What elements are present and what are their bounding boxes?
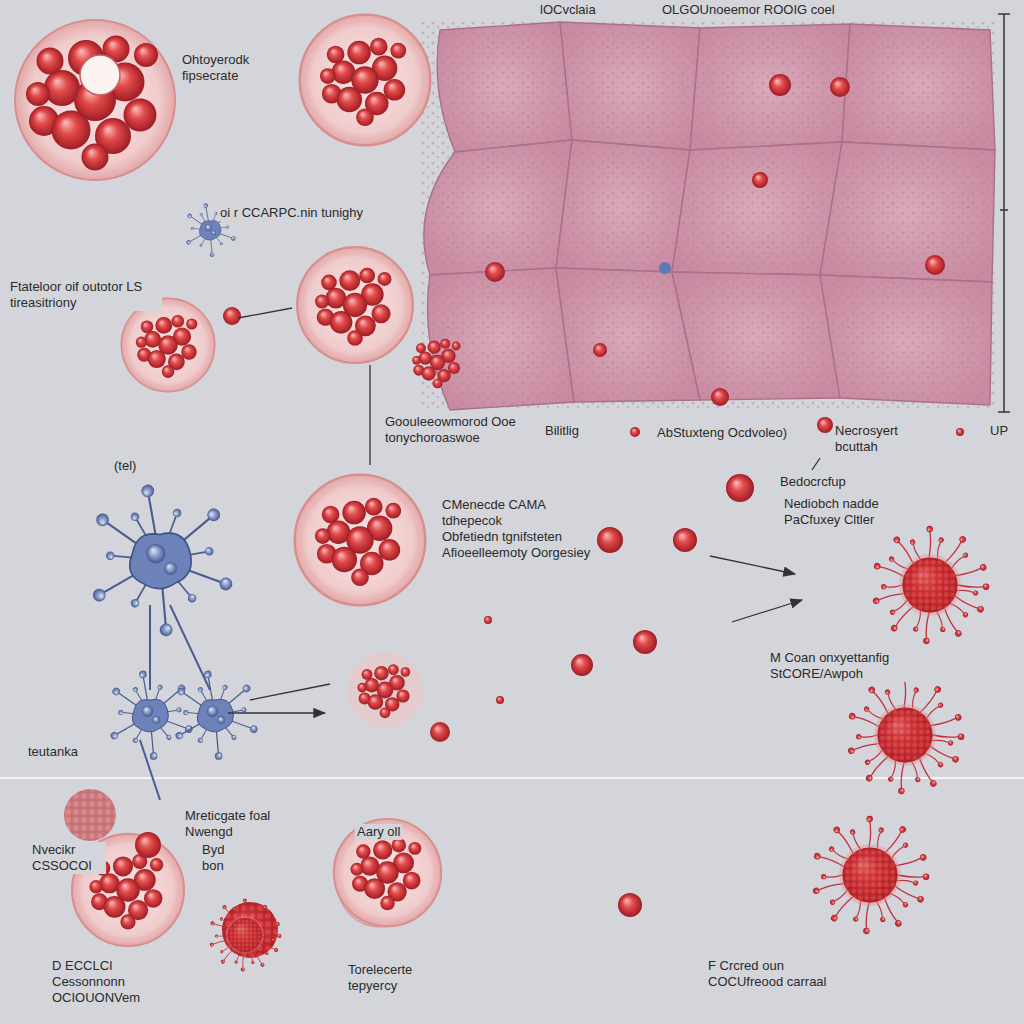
cell-label: F Crcred oun COCUfreood carraal bbox=[706, 958, 850, 990]
cell-label: CMenecde CAMA tdhepecok bbox=[440, 497, 564, 529]
cell-label: AbStuxteng Ocdvoleo) bbox=[655, 425, 789, 441]
cell-label: Byd bon bbox=[200, 842, 250, 874]
cell-label: Goouleeowmorod Ooe tonychoroaswoe bbox=[383, 414, 537, 446]
cell-label: Bilitlig bbox=[543, 423, 581, 439]
cell-label: Aary oll bbox=[355, 824, 402, 840]
cell-label: Bedocrcfup bbox=[778, 474, 848, 490]
cell-label: Nvecikr CSSOCOI bbox=[30, 842, 106, 874]
cell-label: (tel) bbox=[112, 458, 138, 474]
cell-label: Torelecerte tepyercy bbox=[346, 962, 450, 994]
cell-label: D ECCLCI Cessonnonn OCIOUONVem bbox=[50, 958, 164, 1006]
cell-label: M Coan onxyettanfig StCORE/Awpoh bbox=[768, 650, 922, 682]
cell-label: Necrosyert bcuttah bbox=[833, 423, 917, 455]
cell-label: Ohtoyerodk fipsecrate bbox=[180, 52, 270, 84]
cell-label: oi r CCARPC.nin tunighy bbox=[218, 205, 365, 221]
cell-label: UP bbox=[988, 423, 1010, 439]
cell-label: Obfetiedn tgnifsteten Afioeelleemoty Oor… bbox=[440, 529, 594, 561]
cell-label: Mreticgate foal Nwengd bbox=[183, 808, 287, 840]
cell-label: teutanka bbox=[26, 744, 80, 760]
cell-label: OLGOUnoeemor ROOIG coel bbox=[660, 2, 837, 18]
cell-label: Nediobch nadde PaCfuxey Cltler bbox=[782, 496, 886, 528]
cell-label: Ftateloor oif outotor LS tireasitriony bbox=[8, 279, 162, 311]
cell-label: lOCvclaia bbox=[538, 2, 598, 18]
